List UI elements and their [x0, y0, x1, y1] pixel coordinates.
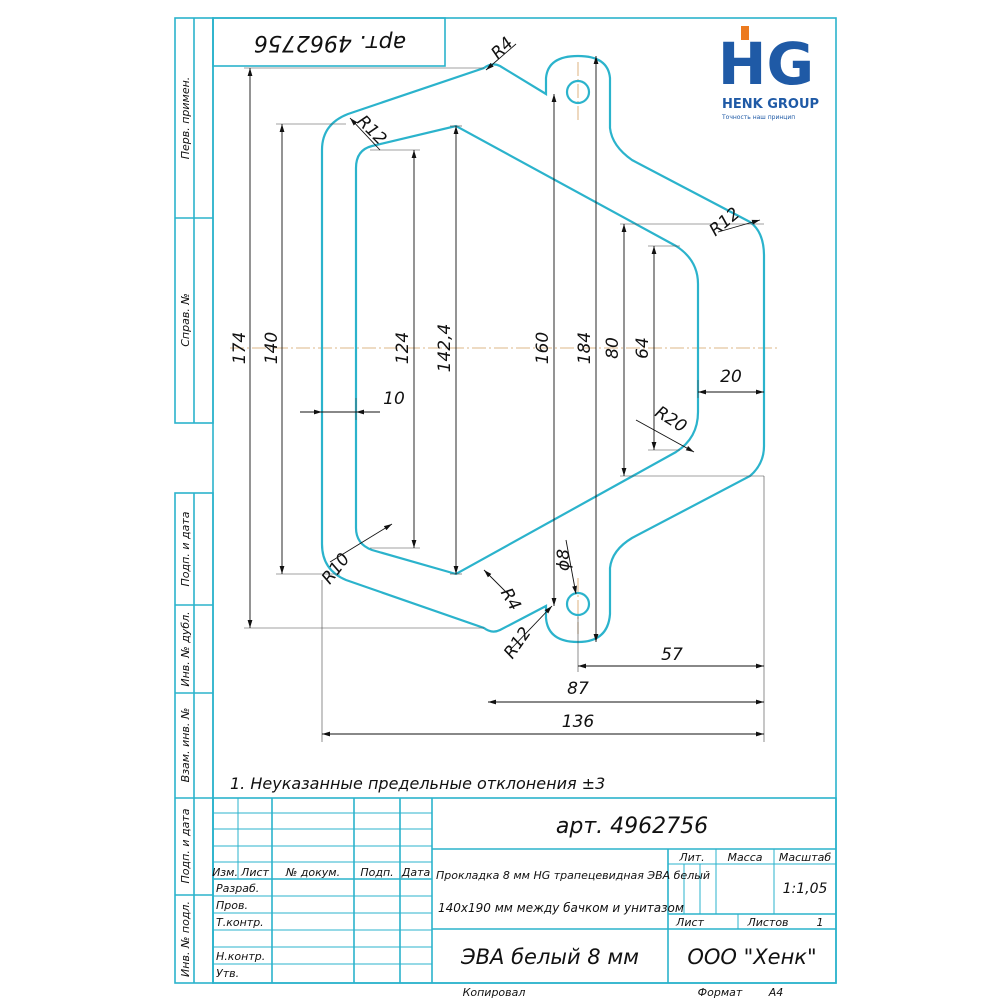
- dim-174-label: 174: [230, 332, 250, 364]
- kopiroval-text: Копировал: [463, 986, 526, 999]
- r4-bottom-label: R4: [496, 585, 525, 615]
- description-line-1: Прокладка 8 мм HG трапецевидная ЭВА белы…: [436, 869, 710, 882]
- dim-10-label: 10: [383, 389, 405, 409]
- massa-label: Масса: [727, 851, 762, 864]
- row-tkontr: Т.контр.: [216, 916, 264, 929]
- col-izm: Изм.: [212, 866, 238, 879]
- leader-r4-top: [485, 43, 517, 71]
- title-block: [212, 797, 837, 984]
- dim-140-label: 140: [262, 332, 282, 364]
- side-label-podp-data-1: Подп. и дата: [179, 511, 192, 586]
- dim-57-label: 57: [661, 645, 683, 665]
- gasket-inner-opening: [354, 124, 700, 576]
- leader-r12-top: [349, 117, 381, 151]
- tolerance-note: 1. Неуказанные предельные отклонения ±3: [230, 774, 605, 793]
- mounting-hole-bottom: [565, 591, 591, 617]
- leader-r20: [635, 419, 695, 453]
- mounting-hole-top: [565, 79, 591, 105]
- logo-slogan: Точность наш принцип: [721, 114, 795, 121]
- title-art-number: арт. 4962756: [556, 814, 708, 839]
- dim-87-label: 87: [567, 679, 589, 699]
- side-label-sprav-no: Справ. №: [179, 293, 192, 347]
- dim-142-4-label: 142,4: [435, 324, 455, 373]
- dim-64-label: 64: [633, 337, 653, 359]
- dim-20-label: 20: [720, 367, 742, 387]
- gasket-outer-contour: [320, 54, 766, 644]
- listov-label: Листов: [746, 916, 788, 929]
- col-dokum: № докум.: [285, 866, 340, 879]
- description-line-2: 140х190 мм между бачком и унитазом: [438, 901, 684, 915]
- row-razrab: Разраб.: [216, 882, 259, 895]
- logo-accent: [741, 26, 749, 40]
- lit-label: Лит.: [678, 851, 704, 864]
- side-label-vzam-inv: Взам. инв. №: [179, 708, 192, 783]
- scale-value: 1:1,05: [783, 881, 828, 897]
- side-label-inv-podl: Инв. № подл.: [179, 901, 192, 977]
- logo-company: HENK GROUP: [722, 97, 819, 112]
- art-box-rotated: [212, 17, 446, 67]
- masshtab-label: Масштаб: [779, 851, 831, 864]
- r12-right-label: R12: [706, 204, 744, 241]
- leader-r10: [329, 523, 393, 563]
- henk-group-logo: HG HENK GROUP Точность наш принцип: [718, 26, 819, 121]
- r12-bottom-label: R12: [500, 624, 536, 663]
- listov-value: 1: [817, 916, 824, 929]
- dim-184-label: 184: [575, 332, 595, 364]
- dim-124-label: 124: [393, 332, 413, 364]
- company-text: ООО "Хенк": [687, 945, 816, 969]
- col-data: Дата: [401, 866, 431, 879]
- r4-top-label: R4: [487, 33, 517, 63]
- dim-136-label: 136: [562, 712, 595, 732]
- logo-mark: HG: [718, 30, 814, 98]
- leader-phi8: [565, 539, 577, 595]
- row-prov: Пров.: [216, 899, 248, 912]
- list-label: Лист: [675, 916, 704, 929]
- format-label: Формат: [698, 986, 743, 999]
- row-utv: Утв.: [216, 967, 239, 980]
- leader-r12-bottom: [509, 605, 553, 651]
- art-rotated-text: арт. 4962756: [254, 30, 406, 55]
- side-label-perv-primen: Перв. примен.: [179, 77, 192, 160]
- side-label-inv-dubl: Инв. № дубл.: [179, 611, 192, 686]
- dim-160-label: 160: [533, 332, 553, 364]
- dim-80-label: 80: [603, 337, 623, 359]
- col-podp: Подп.: [360, 866, 393, 879]
- dim-phi8-label: ϕ8: [554, 549, 574, 571]
- side-label-podp-data-2: Подп. и дата: [179, 808, 192, 883]
- row-nkontr: Н.контр.: [216, 950, 265, 963]
- material-text: ЭВА белый 8 мм: [460, 945, 639, 969]
- leader-r4-bottom: [483, 569, 509, 595]
- col-list: Лист: [240, 866, 269, 879]
- format-value: А4: [768, 986, 784, 999]
- leader-r12-right: [717, 219, 761, 233]
